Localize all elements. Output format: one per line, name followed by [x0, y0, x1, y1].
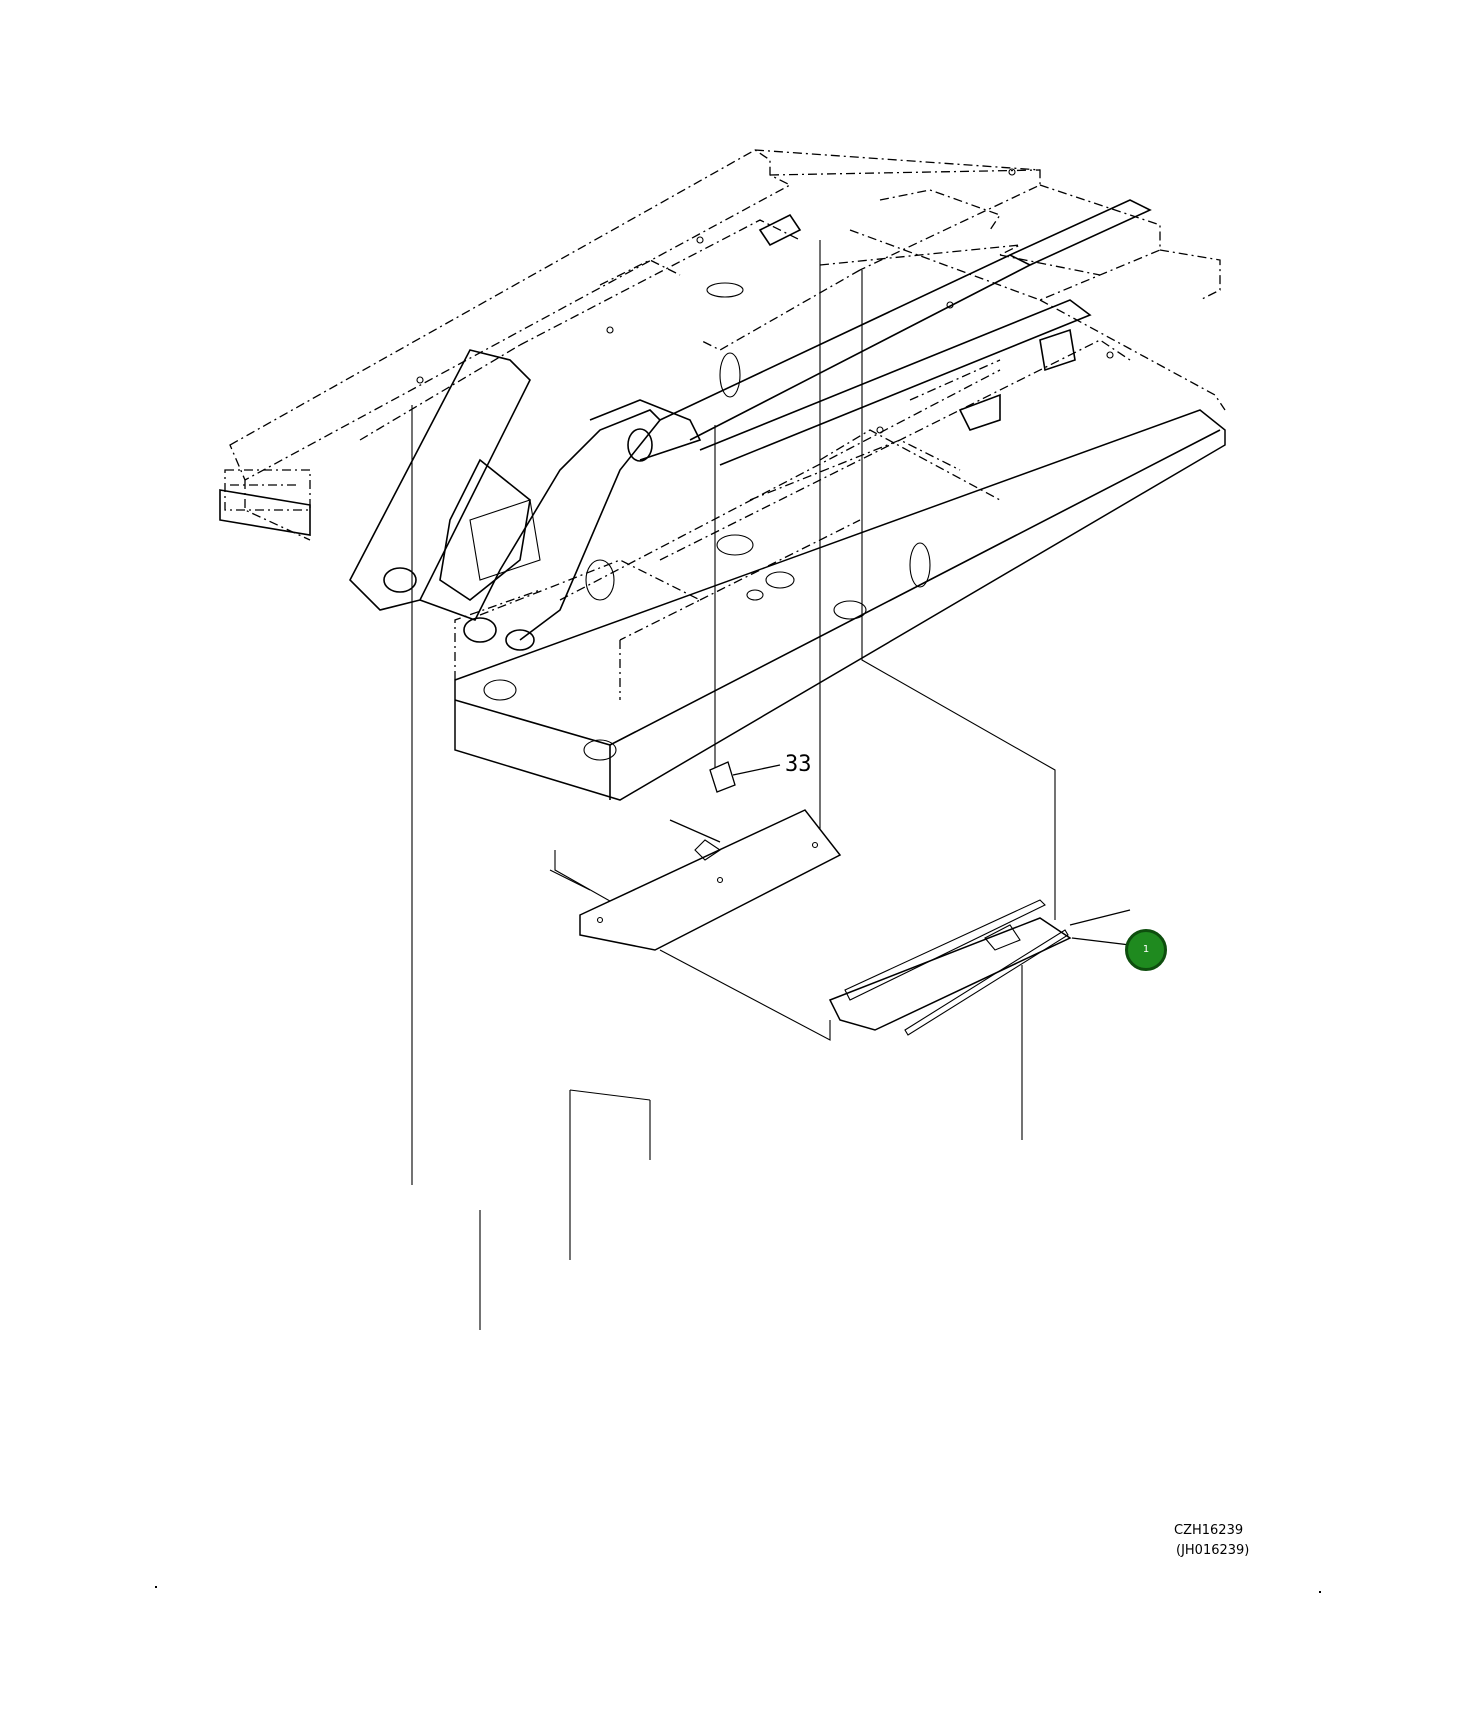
drawing-code: CZH16239 — [1174, 1523, 1244, 1538]
middle-cover-plate — [579, 809, 842, 951]
right-cover-plate — [828, 899, 1131, 1036]
corner-dot-left — [155, 1586, 157, 1588]
part-1-badge[interactable]: 1 — [1125, 929, 1167, 971]
upper-frame — [219, 149, 1226, 801]
part-33 — [709, 761, 781, 793]
callout-33-label: 33 — [785, 752, 812, 777]
drawing-code-alt: (JH016239) — [1176, 1543, 1250, 1558]
corner-dot-right — [1319, 1591, 1321, 1593]
assembly-lines — [411, 240, 1056, 1330]
